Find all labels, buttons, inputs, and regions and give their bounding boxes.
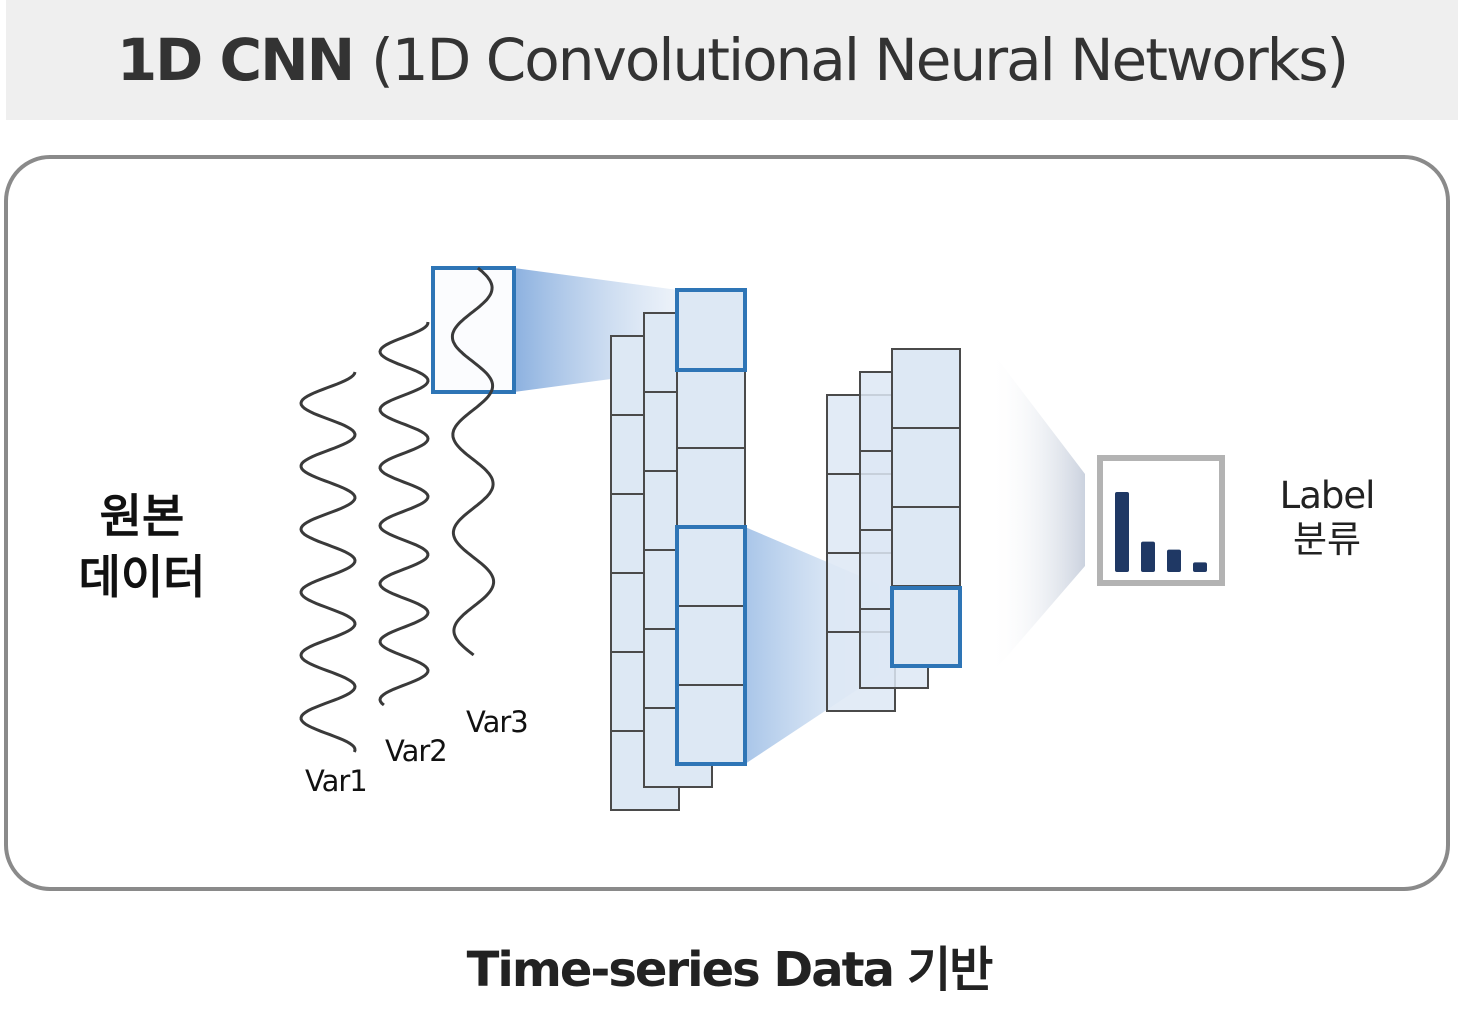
output-label-line2: 분류 [1293, 518, 1361, 561]
output-bar-4 [1193, 562, 1207, 572]
output-bar-2 [1141, 541, 1155, 572]
caption-english: Time-series Data [466, 942, 895, 998]
fm2-highlight-cell [890, 586, 962, 668]
output-bar-1 [1115, 492, 1129, 572]
caption-korean: 기반 [907, 942, 993, 998]
var1-wave [299, 371, 357, 753]
input-label-line2: 데이터 [79, 550, 206, 604]
fm1-highlight-top [675, 288, 747, 372]
title-bar: 1D CNN (1D Convolutional Neural Networks… [6, 0, 1458, 120]
var2-wave [378, 321, 430, 707]
var3-label: Var3 [466, 705, 528, 739]
fm1-highlight-window [675, 525, 747, 766]
input-label-line1: 원본 [100, 489, 185, 543]
title-full-name: (1D Convolutional Neural Networks) [371, 26, 1349, 94]
kernel-window-var3 [431, 266, 516, 394]
var1-label: Var1 [305, 764, 367, 798]
feature-map-2-stack [826, 348, 961, 712]
output-bar-3 [1167, 549, 1181, 572]
title-acronym: 1D CNN [116, 26, 355, 94]
output-projection [990, 349, 1085, 676]
output-label-line1: Label [1280, 474, 1375, 517]
var3-wave [450, 266, 496, 657]
var2-label: Var2 [385, 734, 447, 768]
output-bar-chart [1115, 492, 1207, 572]
feature-map-2-front [891, 348, 961, 666]
